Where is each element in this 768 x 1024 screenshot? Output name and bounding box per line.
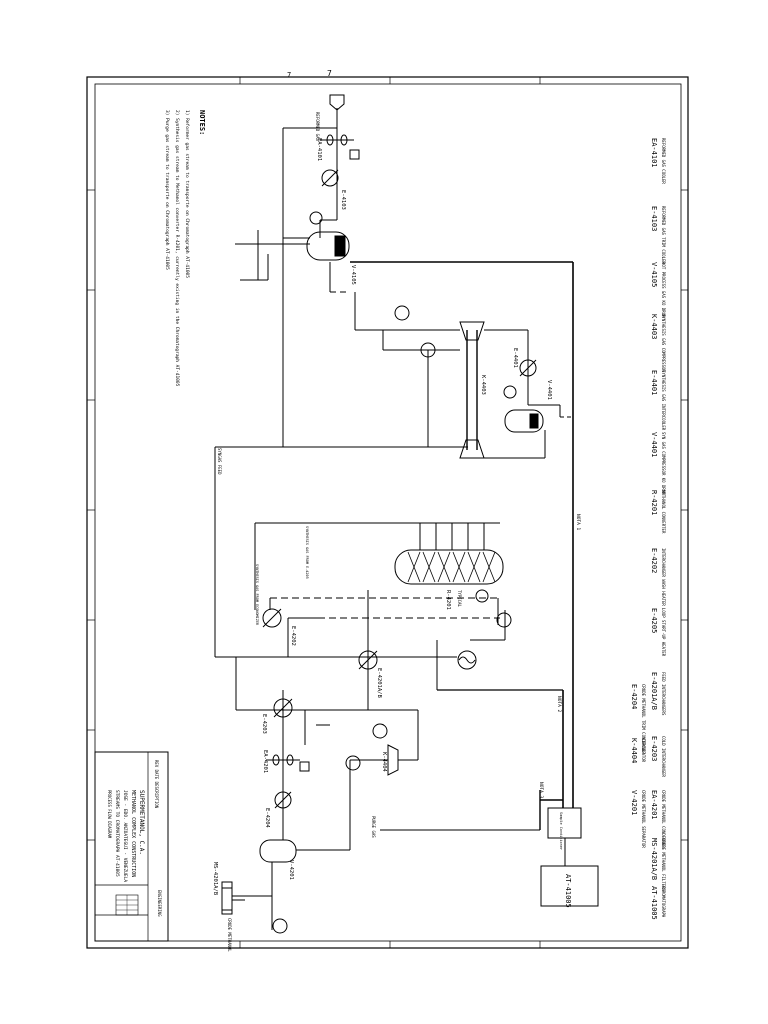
v4401-label: V-4401 bbox=[546, 380, 552, 400]
equipment-shapes bbox=[262, 94, 599, 934]
legend-tag: EA-4101 bbox=[650, 138, 658, 168]
legend-desc: SYNTHESIS GAS INTERCOOLER bbox=[661, 370, 666, 431]
legend-tag: K-4404 bbox=[630, 738, 638, 763]
legend-desc: SYNTHESIS GAS COMPRESSOR bbox=[661, 314, 666, 372]
legend-desc: COLD INTERCHANGER bbox=[661, 736, 666, 778]
legend-desc: CIRCULATOR bbox=[641, 738, 646, 763]
legend-desc: HOT PROCESS GAS KO DRUM bbox=[661, 262, 666, 318]
title-stamp: ENGINEERING bbox=[157, 890, 162, 917]
title-company: SUPERMETANOL, C.A. bbox=[138, 790, 145, 855]
note-3: 3) Purge gas stream to transporte on Chr… bbox=[164, 110, 170, 270]
ms4201ab-label: MS-4201A/B bbox=[212, 862, 218, 896]
legend-desc: CRUDE METHANOL FILTERS bbox=[661, 838, 666, 892]
e4203-label: E-4203 bbox=[261, 714, 267, 734]
ea4101-label: EA-4101 bbox=[316, 138, 322, 161]
reformed-gas-label: REFORMED GAS bbox=[315, 112, 320, 141]
legend-desc: REFORMED GAS TRIM COOLER bbox=[661, 206, 666, 264]
legend-tag: K-4403 bbox=[650, 314, 658, 339]
e4204-exchanger bbox=[274, 791, 292, 809]
crude-methanol-label: CRUDE METHANOL bbox=[227, 918, 232, 952]
legend-desc: INTERCHANGER WASH HEATER bbox=[661, 548, 666, 606]
legend-desc: CRUDE METHANOL CONDENSER bbox=[661, 790, 666, 848]
legend-tag: V-4201 bbox=[630, 790, 638, 815]
outer-frame bbox=[86, 76, 689, 949]
process-lines bbox=[214, 108, 574, 930]
note-1: 1) Reformer gas stream to transporte on … bbox=[184, 110, 190, 278]
synthesis-gas-label: SYNTHESIS GAS FROM E-4205 bbox=[305, 526, 309, 579]
legend-desc: SYN GAS COMPRESSOR KO DRUM bbox=[661, 432, 666, 495]
at41005-label: AT-41005 bbox=[564, 874, 572, 908]
legend-desc: CRUDE METHANOL TRIM CONDENSER bbox=[641, 684, 646, 754]
v4201-label: V-4201 bbox=[288, 860, 294, 880]
e4401-label: E-4401 bbox=[512, 348, 518, 368]
notes-title: NOTES: bbox=[198, 110, 206, 135]
e4201ab-label: E-4201A/B bbox=[376, 668, 382, 698]
title-sub: PROCESS FLOW DIAGRAM bbox=[107, 790, 112, 839]
v4105-label: V-4105 bbox=[350, 265, 356, 285]
legend-tag: R-4201 bbox=[650, 490, 658, 515]
v4105-drum bbox=[306, 231, 350, 261]
legend-tag: E-4103 bbox=[650, 206, 658, 231]
note-2: 2) Synthesis gas stream to Methanol conv… bbox=[174, 110, 180, 387]
legend-tag: AT-41005 bbox=[650, 886, 658, 920]
r4201-reactor bbox=[394, 549, 504, 585]
e4204-label: E-4204 bbox=[264, 808, 270, 829]
legend-tag: E-4202 bbox=[650, 548, 658, 573]
notes-block: NOTES: 1) Reformer gas stream to transpo… bbox=[164, 110, 206, 387]
legend-desc: CHROMATOGRAPH bbox=[661, 886, 666, 918]
legend-tag: E-4201A/B bbox=[650, 672, 658, 710]
at41005-analyzer bbox=[540, 865, 599, 907]
legend-tag: E-4204 bbox=[630, 684, 638, 709]
sample-conditioner-label: Sample Conditioner bbox=[559, 812, 563, 850]
typical-label: TYPICAL bbox=[457, 590, 462, 607]
k4403-label: K-4403 bbox=[480, 375, 486, 395]
ea4201-condenser bbox=[457, 650, 477, 670]
e4201ab-exchanger bbox=[358, 650, 378, 670]
syngas-feed-label: SYNGAS FEED bbox=[217, 448, 222, 475]
legend-tag: MS-4201A/B bbox=[650, 838, 658, 880]
r4201-label: R-4201 bbox=[445, 590, 451, 610]
legend-desc: FEED INTERCHANGERS bbox=[661, 672, 666, 716]
v4401-drum bbox=[504, 409, 544, 433]
corner-mark: 7 bbox=[327, 69, 332, 78]
title-location: JOSE - EDO. ANZOATEGUI - VENEZUELA bbox=[122, 790, 128, 882]
nota1-label: NOTA 1 bbox=[575, 514, 581, 531]
legend-tag: E-4205 bbox=[650, 608, 658, 633]
legend-desc: REFORMED GAS COOLER bbox=[661, 138, 666, 184]
e4103-exchanger bbox=[321, 169, 339, 187]
reformed-gas-arrow bbox=[329, 94, 345, 111]
k4404-label: K-4404 bbox=[381, 752, 387, 773]
synthesis-economizer-label: SYNTHESIS GAS FROM ECONOMIZER bbox=[255, 564, 259, 626]
title-block-header: REV DATE DESCRIPTION bbox=[154, 760, 159, 809]
nota3-label: NOTA 3 bbox=[538, 782, 544, 799]
zone-ticks bbox=[87, 77, 688, 948]
legend-tag: EA-4201 bbox=[650, 790, 658, 820]
nota2-label: NOTA 2 bbox=[556, 696, 562, 713]
legend-desc: CRUDE METHANOL SEPARATOR bbox=[641, 790, 646, 848]
equipment-labels: REFORMED GAS EA-4101 E-4103 V-4105 K-440… bbox=[212, 112, 581, 952]
legend-tag: V-4401 bbox=[650, 432, 658, 457]
e4103-label: E-4103 bbox=[340, 190, 346, 210]
corner-mark: 7 bbox=[287, 71, 291, 79]
legend-tag: V-4105 bbox=[650, 262, 658, 287]
purge-gas-label: PURGE GAS bbox=[371, 816, 376, 838]
e4202-exchanger bbox=[262, 608, 282, 628]
title-project: METHANOL COMPLEX CONSTRUCTION bbox=[130, 790, 136, 877]
title-drawing: STREAMS TO CROMATOGRAPH AT-41005 bbox=[114, 790, 120, 877]
legend-desc: LOOP START-UP HEATER bbox=[661, 608, 666, 657]
e4202-label: E-4202 bbox=[290, 626, 296, 646]
title-block: REV DATE DESCRIPTION SUPERMETANOL, C.A. … bbox=[94, 751, 169, 942]
ea4201-label: EA-4201 bbox=[262, 750, 268, 773]
legend-desc: METHANOL CONVERTER bbox=[661, 490, 666, 534]
legend-tag: E-4401 bbox=[650, 370, 658, 395]
legend-tag: E-4203 bbox=[650, 736, 658, 761]
e4203-exchanger bbox=[273, 698, 293, 718]
sample-conditioner bbox=[547, 807, 582, 839]
inner-frame bbox=[94, 83, 682, 942]
